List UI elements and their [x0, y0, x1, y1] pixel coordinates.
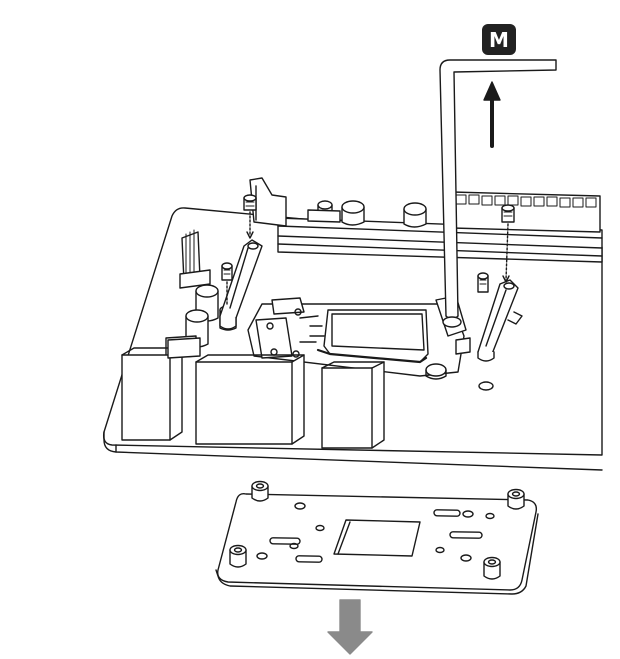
cpu-chip [309, 309, 429, 364]
right-mounting-bracket [477, 279, 523, 362]
screw-left-lower [221, 262, 233, 307]
board-hole [478, 381, 494, 391]
remove-down-arrow [327, 599, 373, 655]
backplate [215, 480, 539, 595]
lift-up-arrow [483, 81, 501, 148]
hex-key-tool [439, 59, 557, 328]
screw-right [501, 204, 515, 283]
screw-left [243, 194, 257, 239]
capacitors-top [307, 200, 427, 228]
dimm-slots [277, 191, 603, 263]
left-headers [179, 177, 287, 289]
board-standoff [425, 363, 447, 377]
left-mounting-bracket [219, 239, 263, 330]
screw-right-lower [477, 272, 489, 293]
step-marker-badge: M [482, 24, 516, 55]
io-blocks [121, 337, 385, 449]
